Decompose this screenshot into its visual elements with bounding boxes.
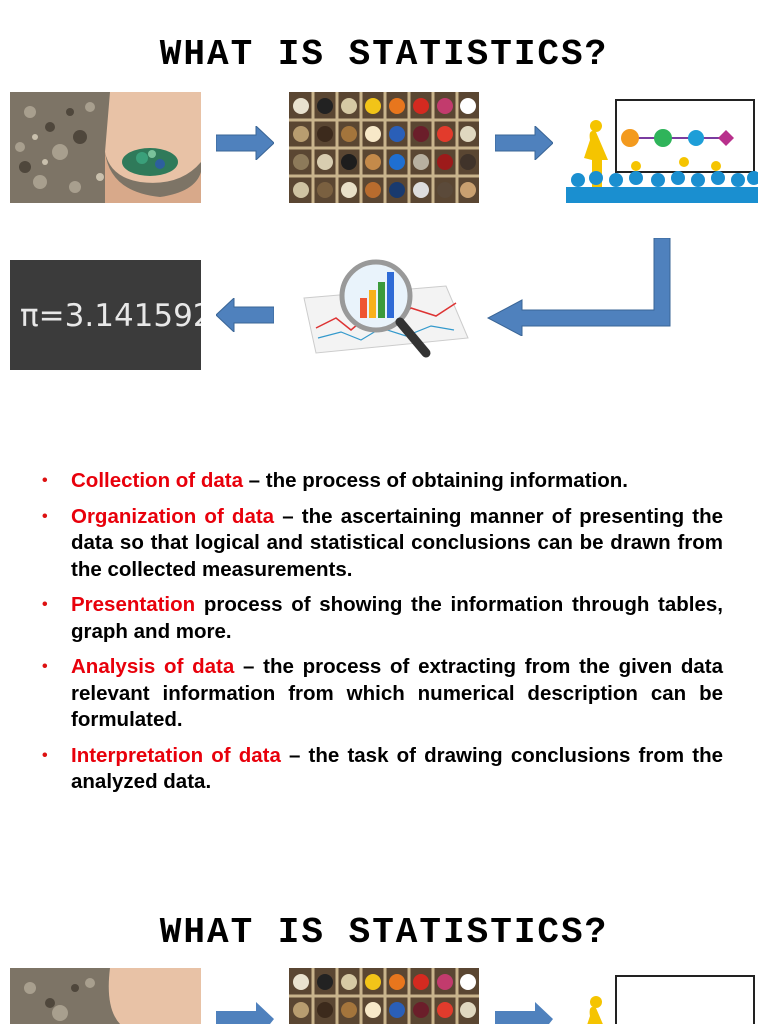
arrow-left-icon [216, 298, 274, 332]
list-item: • Organization of data – the ascertaining… [42, 504, 723, 584]
list-item: • Presentation process of showing the inf… [42, 592, 723, 645]
definition-text: process of showing the information throu… [71, 593, 723, 643]
chalkboard-pi-photo: π=3.141592 [10, 260, 201, 370]
arrow-right-icon [495, 1002, 553, 1024]
sorted-buttons-tray-photo [289, 92, 479, 203]
definition-text: – the ascertaining manner of presenting … [71, 504, 723, 581]
definition-term: Interpretation of data [71, 743, 281, 767]
definition-term: Analysis of data [71, 655, 235, 678]
definition-text: – the task of drawing conclusions from t… [71, 743, 723, 794]
definitions-list: • Collection of data – the process of obt… [42, 468, 723, 805]
chalkboard-text: π=3.141592 [20, 298, 201, 334]
arrow-right-icon [216, 126, 274, 160]
page-title: WHAT IS STATISTICS? [159, 34, 609, 75]
list-item: • Interpretation of data – the task of dr… [42, 743, 723, 796]
definition-text: – the process of extracting from the giv… [71, 655, 723, 731]
definition-term: Organization of data [71, 504, 275, 528]
arrow-right-icon [495, 126, 553, 160]
magnifier-over-charts-illustration [296, 258, 471, 368]
bullet-icon: • [42, 596, 48, 613]
definition-term: Presentation [71, 593, 196, 616]
definition-term: Collection of data [71, 469, 243, 492]
presentation-audience-illustration [566, 968, 758, 1024]
arrow-down-left-icon [486, 238, 671, 336]
sorted-buttons-tray-photo [289, 968, 479, 1024]
list-item: • Analysis of data – the process of extra… [42, 654, 723, 734]
page-title-repeat: WHAT IS STATISTICS? [159, 912, 609, 953]
presentation-audience-illustration [566, 92, 758, 203]
bullet-icon: • [42, 658, 48, 675]
definition-text: – the process of obtaining information. [242, 469, 628, 492]
list-item: • Collection of data – the process of obt… [42, 468, 723, 495]
arrow-right-icon [216, 1002, 274, 1024]
bullet-icon: • [42, 472, 48, 489]
bullet-icon: • [42, 507, 48, 525]
hand-holding-stones-photo [10, 968, 201, 1024]
bullet-icon: • [42, 746, 48, 764]
hand-holding-stones-photo [10, 92, 201, 203]
